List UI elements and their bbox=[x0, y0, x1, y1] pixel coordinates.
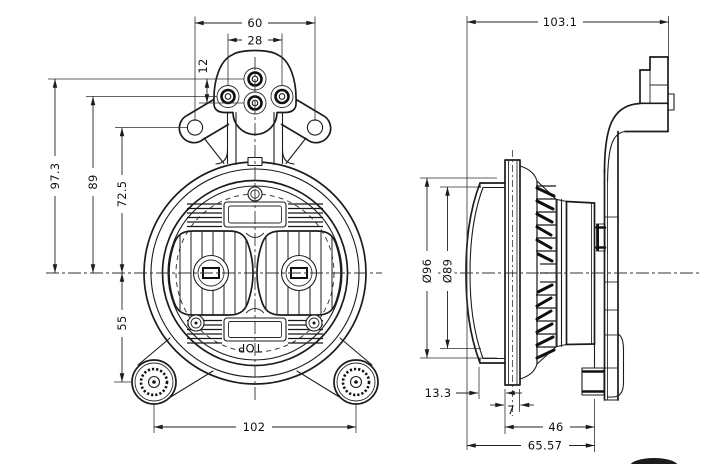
side-bracket bbox=[603, 56, 675, 401]
dim-side-total-width-label: 103.1 bbox=[543, 15, 577, 29]
bracket-side-tab bbox=[667, 93, 675, 111]
dim-bolt-spacing-label: 28 bbox=[247, 34, 262, 48]
dim-lens-diameter-label: Ø96 bbox=[420, 259, 434, 284]
bracket-plate bbox=[213, 49, 297, 136]
partial-shape-bottom-right bbox=[630, 458, 678, 464]
heatsink-fin-hatching bbox=[535, 186, 556, 360]
dimension-lens-depth: 13.3 bbox=[425, 367, 522, 400]
dimension-top-width: 60 bbox=[194, 16, 316, 121]
dimension-lens-diameter: Ø96 bbox=[420, 177, 497, 359]
dimension-ear-spacing: 102 bbox=[153, 405, 357, 434]
dim-total-depth-label: 65.57 bbox=[528, 439, 562, 453]
dimension-mount-depth: 46 bbox=[504, 399, 595, 452]
dim-flange-thickness-label: 7 bbox=[507, 403, 515, 417]
dimension-height-ears: 55 bbox=[114, 272, 133, 383]
side-view bbox=[438, 56, 700, 416]
dim-height-wing-holes-label: 72.5 bbox=[115, 181, 129, 208]
mounting-ear-left bbox=[131, 337, 214, 405]
face-top-label: TOP bbox=[238, 341, 263, 355]
ear-knurl-left bbox=[139, 367, 169, 397]
dim-bolt-offset-label: 12 bbox=[196, 58, 210, 73]
dimension-bolt-spacing: 28 bbox=[227, 33, 283, 85]
dim-height-top-bolt-label: 97.3 bbox=[48, 163, 62, 190]
wing-hole-left bbox=[186, 119, 204, 136]
dim-mount-depth-label: 46 bbox=[548, 420, 563, 434]
side-heatsink bbox=[519, 165, 558, 380]
bracket-bolt-left bbox=[216, 85, 240, 108]
bracket-bolt-right bbox=[270, 85, 294, 108]
dim-height-side-bolts-label: 89 bbox=[86, 174, 100, 189]
face-screw-bottom-left bbox=[187, 314, 205, 332]
front-view: TOP bbox=[46, 49, 382, 405]
dimension-height-wing-holes: 72.5 bbox=[115, 127, 187, 274]
dim-top-width-label: 60 bbox=[247, 16, 262, 30]
bracket-wing-right bbox=[280, 98, 332, 144]
face-screw-bottom-right bbox=[305, 314, 323, 332]
dim-ear-spacing-label: 102 bbox=[243, 420, 266, 434]
dimension-body-diameter: Ø89 bbox=[440, 186, 481, 349]
dim-body-diameter-label: Ø89 bbox=[441, 259, 455, 284]
dimension-height-side-bolts: 89 bbox=[86, 96, 100, 274]
dimension-bolt-offset: 12 bbox=[48, 58, 244, 104]
wing-hole-right bbox=[306, 119, 324, 136]
dimension-side-total-width: 103.1 bbox=[466, 15, 669, 450]
dim-height-ears-label: 55 bbox=[115, 315, 129, 330]
side-rear-housing bbox=[556, 198, 596, 369]
mounting-ear-right bbox=[296, 337, 379, 405]
side-ear-block bbox=[581, 367, 605, 396]
dimension-total-depth: 65.57 bbox=[466, 439, 595, 453]
dimension-height-top-bolt: 97.3 bbox=[48, 78, 62, 274]
ear-knurl-right bbox=[341, 367, 371, 397]
bracket-lower-clip bbox=[606, 333, 625, 398]
bracket-wing-left bbox=[178, 98, 230, 144]
dim-lens-depth-label: 13.3 bbox=[425, 386, 452, 400]
